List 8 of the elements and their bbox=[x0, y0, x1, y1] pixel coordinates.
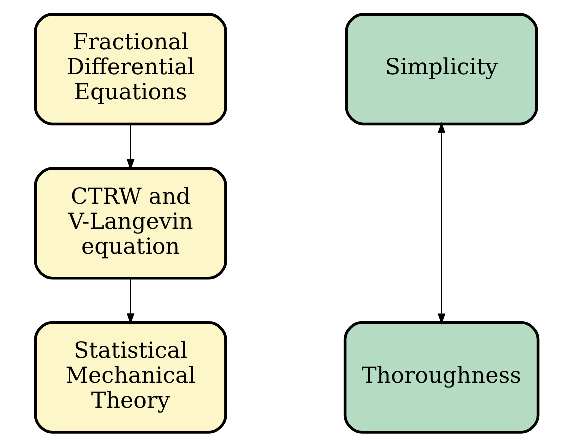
arrow bbox=[437, 122, 446, 324]
node-box: Thoroughness bbox=[343, 320, 540, 434]
node-box: CTRW and V-Langevin equation bbox=[34, 166, 227, 280]
node-box: Fractional Differential Equations bbox=[34, 12, 227, 126]
arrow bbox=[126, 124, 134, 170]
arrow bbox=[126, 278, 134, 324]
node-box: Simplicity bbox=[344, 12, 538, 126]
node-box: Statistical Mechanical Theory bbox=[34, 320, 227, 434]
